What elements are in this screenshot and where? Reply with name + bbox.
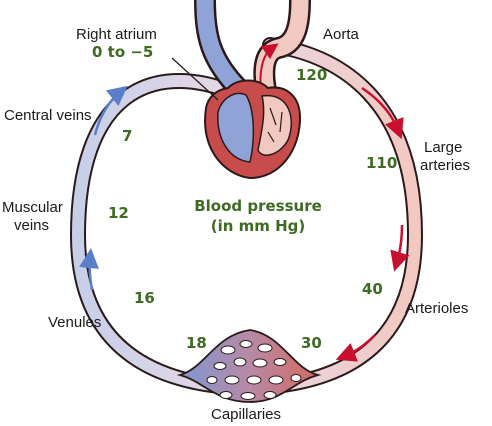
- heart: [204, 79, 302, 180]
- capillary-bed: [176, 329, 322, 403]
- pressure-capillary-arterial: 30: [301, 334, 322, 352]
- center-title-line-1: Blood pressure: [194, 197, 322, 215]
- muscular-veins-label-2: veins: [14, 217, 49, 234]
- flow-arrows: [79, 85, 410, 362]
- left-ventricle-chamber: [257, 95, 292, 156]
- arterioles-label: Arterioles: [405, 300, 468, 317]
- center-title: Blood pressure (in mm Hg): [194, 197, 322, 235]
- pressure-large-arteries: 110: [366, 154, 397, 172]
- right-atrium-label: Right atrium: [76, 26, 157, 43]
- center-title-line-2: (in mm Hg): [211, 217, 306, 235]
- venous-arrow-1: [79, 248, 99, 291]
- aorta-label: Aorta: [323, 26, 360, 43]
- arterial-arrow-2: [390, 224, 410, 272]
- pressure-capillary-venous: 18: [186, 334, 207, 352]
- pressure-aorta: 120: [296, 66, 327, 84]
- venous-arrow-2: [93, 85, 128, 136]
- right-atrium-leader: [171, 57, 219, 101]
- labels: Right atrium 0 to −5 Aorta Central veins…: [2, 26, 470, 423]
- aorta-vessel: [253, 0, 311, 111]
- venules-label: Venules: [48, 314, 101, 331]
- arterial-arrow-1: [361, 86, 404, 140]
- right-atrium-pressure: 0 to −5: [92, 43, 153, 61]
- pressure-central-veins: 7: [122, 127, 132, 145]
- right-atrium-chamber: [217, 92, 255, 163]
- muscular-veins-label-1: Muscular: [2, 199, 63, 216]
- arterial-arrow-3: [335, 334, 376, 362]
- pressure-venules: 16: [134, 289, 155, 307]
- central-veins-label: Central veins: [4, 107, 92, 124]
- pressure-arterioles: 40: [362, 280, 383, 298]
- capillaries-label: Capillaries: [211, 406, 281, 423]
- large-arteries-label-2: arteries: [420, 157, 470, 174]
- pressure-muscular-veins: 12: [108, 204, 129, 222]
- large-arteries-label-1: Large: [424, 139, 462, 156]
- pressure-values: 120 110 40 30 18 16 12 7: [108, 66, 397, 352]
